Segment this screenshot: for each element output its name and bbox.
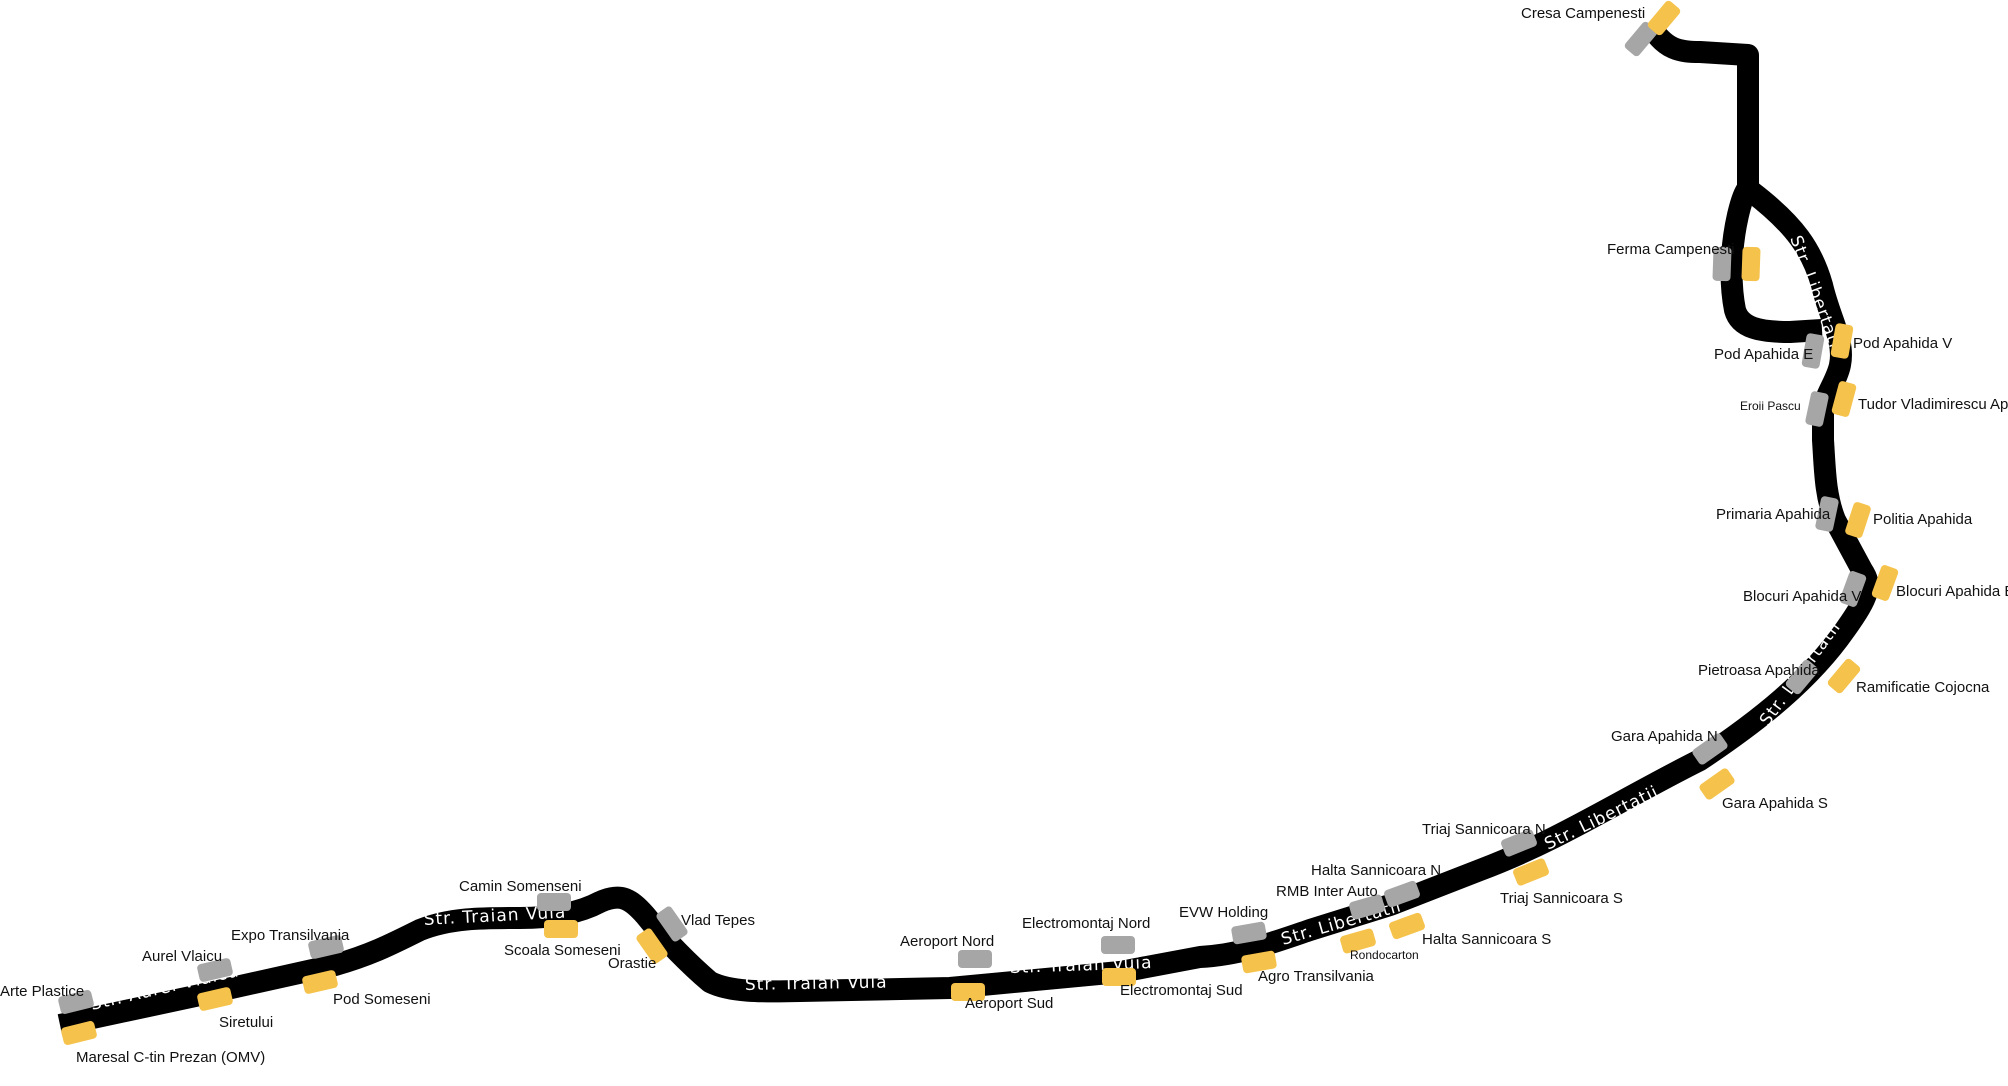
stop-marker-ferma-campenesti-yellow[interactable] — [1741, 246, 1761, 282]
stop-marker-blocuri-apahida-v[interactable] — [1839, 570, 1868, 608]
stop-marker-electromontaj-sud[interactable] — [1102, 968, 1136, 986]
stop-marker-pod-apahida-v[interactable] — [1830, 323, 1854, 360]
stop-marker-primaria-apahida[interactable] — [1815, 496, 1840, 533]
stop-marker-ferma-campenesti-gray[interactable] — [1712, 246, 1732, 282]
stop-marker-arte-plastice[interactable] — [57, 989, 94, 1015]
stop-label-vlad-tepes: Vlad Tepes — [681, 912, 755, 929]
stop-marker-aeroport-nord[interactable] — [958, 950, 992, 968]
stop-marker-expo-transilvania[interactable] — [307, 934, 344, 959]
stop-marker-eroii-pascu[interactable] — [1805, 391, 1830, 428]
stop-label-cresa-campenesti: Cresa Campenesti — [1521, 5, 1645, 22]
stop-label-politia-apahida: Politia Apahida — [1873, 511, 1973, 528]
stop-marker-politia-apahida[interactable] — [1844, 501, 1872, 539]
stop-marker-vlad-tepes[interactable] — [655, 905, 689, 943]
stop-label-evw-holding: EVW Holding — [1179, 904, 1268, 921]
street-label-libertatii-2: Str. Libertatii — [1541, 782, 1662, 854]
route-loop-path — [1640, 18, 1823, 343]
stop-label-electromontaj-sud: Electromontaj Sud — [1120, 982, 1243, 999]
stop-marker-aeroport-sud[interactable] — [951, 983, 985, 1001]
stop-marker-tudor-vladimirescu-ap[interactable] — [1831, 380, 1857, 418]
stop-label-agro-transilvania: Agro Transilvania — [1258, 968, 1375, 985]
stop-marker-evw-holding[interactable] — [1231, 921, 1268, 945]
stop-marker-gara-apahida-n[interactable] — [1691, 732, 1729, 766]
stop-marker-aurel-vlaicu[interactable] — [196, 957, 233, 982]
stop-marker-rmb-inter-auto[interactable] — [1348, 894, 1386, 921]
stop-marker-pietroasa-apahida[interactable] — [1784, 658, 1820, 696]
stop-marker-rondocarton[interactable] — [1339, 928, 1377, 955]
stop-marker-triaj-sannicoara-s[interactable] — [1512, 857, 1550, 886]
stop-label-blocuri-apahida-v: Blocuri Apahida V — [1743, 588, 1861, 605]
stop-marker-orastie[interactable] — [635, 927, 669, 965]
stop-label-ferma-campenesti: Ferma Campenesti — [1607, 241, 1735, 258]
stop-marker-electromontaj-nord[interactable] — [1101, 936, 1135, 954]
stop-marker-triaj-sannicoara-n[interactable] — [1500, 828, 1538, 857]
stop-label-pietroasa-apahida: Pietroasa Apahida — [1698, 662, 1820, 679]
stop-marker-agro-transilvania[interactable] — [1241, 950, 1278, 974]
stop-marker-gara-apahida-s[interactable] — [1698, 767, 1736, 801]
stop-marker-halta-sannicoara-s[interactable] — [1388, 912, 1426, 941]
stop-label-maresal-prezan: Maresal C-tin Prezan (OMV) — [76, 1049, 265, 1066]
stop-label-triaj-sannicoara-s: Triaj Sannicoara S — [1500, 890, 1623, 907]
route-main-path — [57, 177, 1879, 1036]
stop-label-expo-transilvania: Expo Transilvania — [231, 927, 350, 944]
stop-marker-halta-sannicoara-n[interactable] — [1383, 880, 1421, 909]
stop-label-pod-apahida-v: Pod Apahida V — [1853, 335, 1952, 352]
stop-label-primaria-apahida: Primaria Apahida — [1716, 506, 1831, 523]
stop-label-blocuri-apahida-e: Blocuri Apahida E — [1896, 583, 2008, 600]
street-label-traian-vuia-2: Str. Traian Vuia — [745, 973, 888, 995]
stop-label-aeroport-sud: Aeroport Sud — [965, 995, 1053, 1012]
stop-label-scoala-someseni: Scoala Someseni — [504, 942, 621, 959]
stop-marker-cresa-campenesti-gray[interactable] — [1623, 20, 1659, 58]
stop-marker-maresal-prezan[interactable] — [60, 1020, 97, 1046]
stop-label-camin-someseni: Camin Somenseni — [459, 878, 582, 895]
stop-label-eroii-pascu: Eroii Pascu — [1740, 399, 1801, 413]
stop-label-siretului: Siretului — [219, 1014, 273, 1031]
stop-marker-camin-someseni[interactable] — [537, 893, 571, 911]
stop-marker-siretului[interactable] — [196, 986, 233, 1011]
stop-label-gara-apahida-n: Gara Apahida N — [1611, 728, 1718, 745]
stop-label-triaj-sannicoara-n: Triaj Sannicoara N — [1422, 821, 1546, 838]
stop-label-pod-someseni: Pod Someseni — [333, 991, 431, 1008]
stop-marker-ramificatie-cojocna[interactable] — [1826, 657, 1862, 695]
stop-marker-cresa-campenesti-yellow[interactable] — [1646, 0, 1682, 37]
stop-label-aeroport-nord: Aeroport Nord — [900, 933, 994, 950]
stop-label-arte-plastice: Arte Plastice — [0, 983, 84, 1000]
stop-marker-pod-apahida-e[interactable] — [1801, 333, 1825, 370]
route-line — [57, 18, 1879, 1036]
stop-marker-blocuri-apahida-e[interactable] — [1871, 564, 1900, 602]
stop-marker-pod-someseni[interactable] — [301, 969, 338, 994]
stop-label-ramificatie-cojocna: Ramificatie Cojocna — [1856, 679, 1990, 696]
stop-label-pod-apahida-e: Pod Apahida E — [1714, 346, 1813, 363]
stop-label-aurel-vlaicu: Aurel Vlaicu — [142, 948, 222, 965]
stop-markers — [57, 0, 1900, 1046]
stop-labels: Arte Plastice Maresal C-tin Prezan (OMV)… — [0, 5, 2008, 1066]
stop-label-electromontaj-nord: Electromontaj Nord — [1022, 915, 1150, 932]
stop-label-halta-sannicoara-s: Halta Sannicoara S — [1422, 931, 1551, 948]
stop-label-gara-apahida-s: Gara Apahida S — [1722, 795, 1828, 812]
stop-marker-scoala-someseni[interactable] — [544, 920, 578, 938]
stop-label-halta-sannicoara-n: Halta Sannicoara N — [1311, 862, 1441, 879]
stop-label-tudor-vladimirescu-ap: Tudor Vladimirescu Ap — [1858, 396, 2008, 413]
stop-label-rondocarton: Rondocarton — [1350, 948, 1419, 962]
stop-label-rmb-inter-auto: RMB Inter Auto — [1276, 883, 1378, 900]
stop-label-orastie: Orastie — [608, 955, 656, 972]
